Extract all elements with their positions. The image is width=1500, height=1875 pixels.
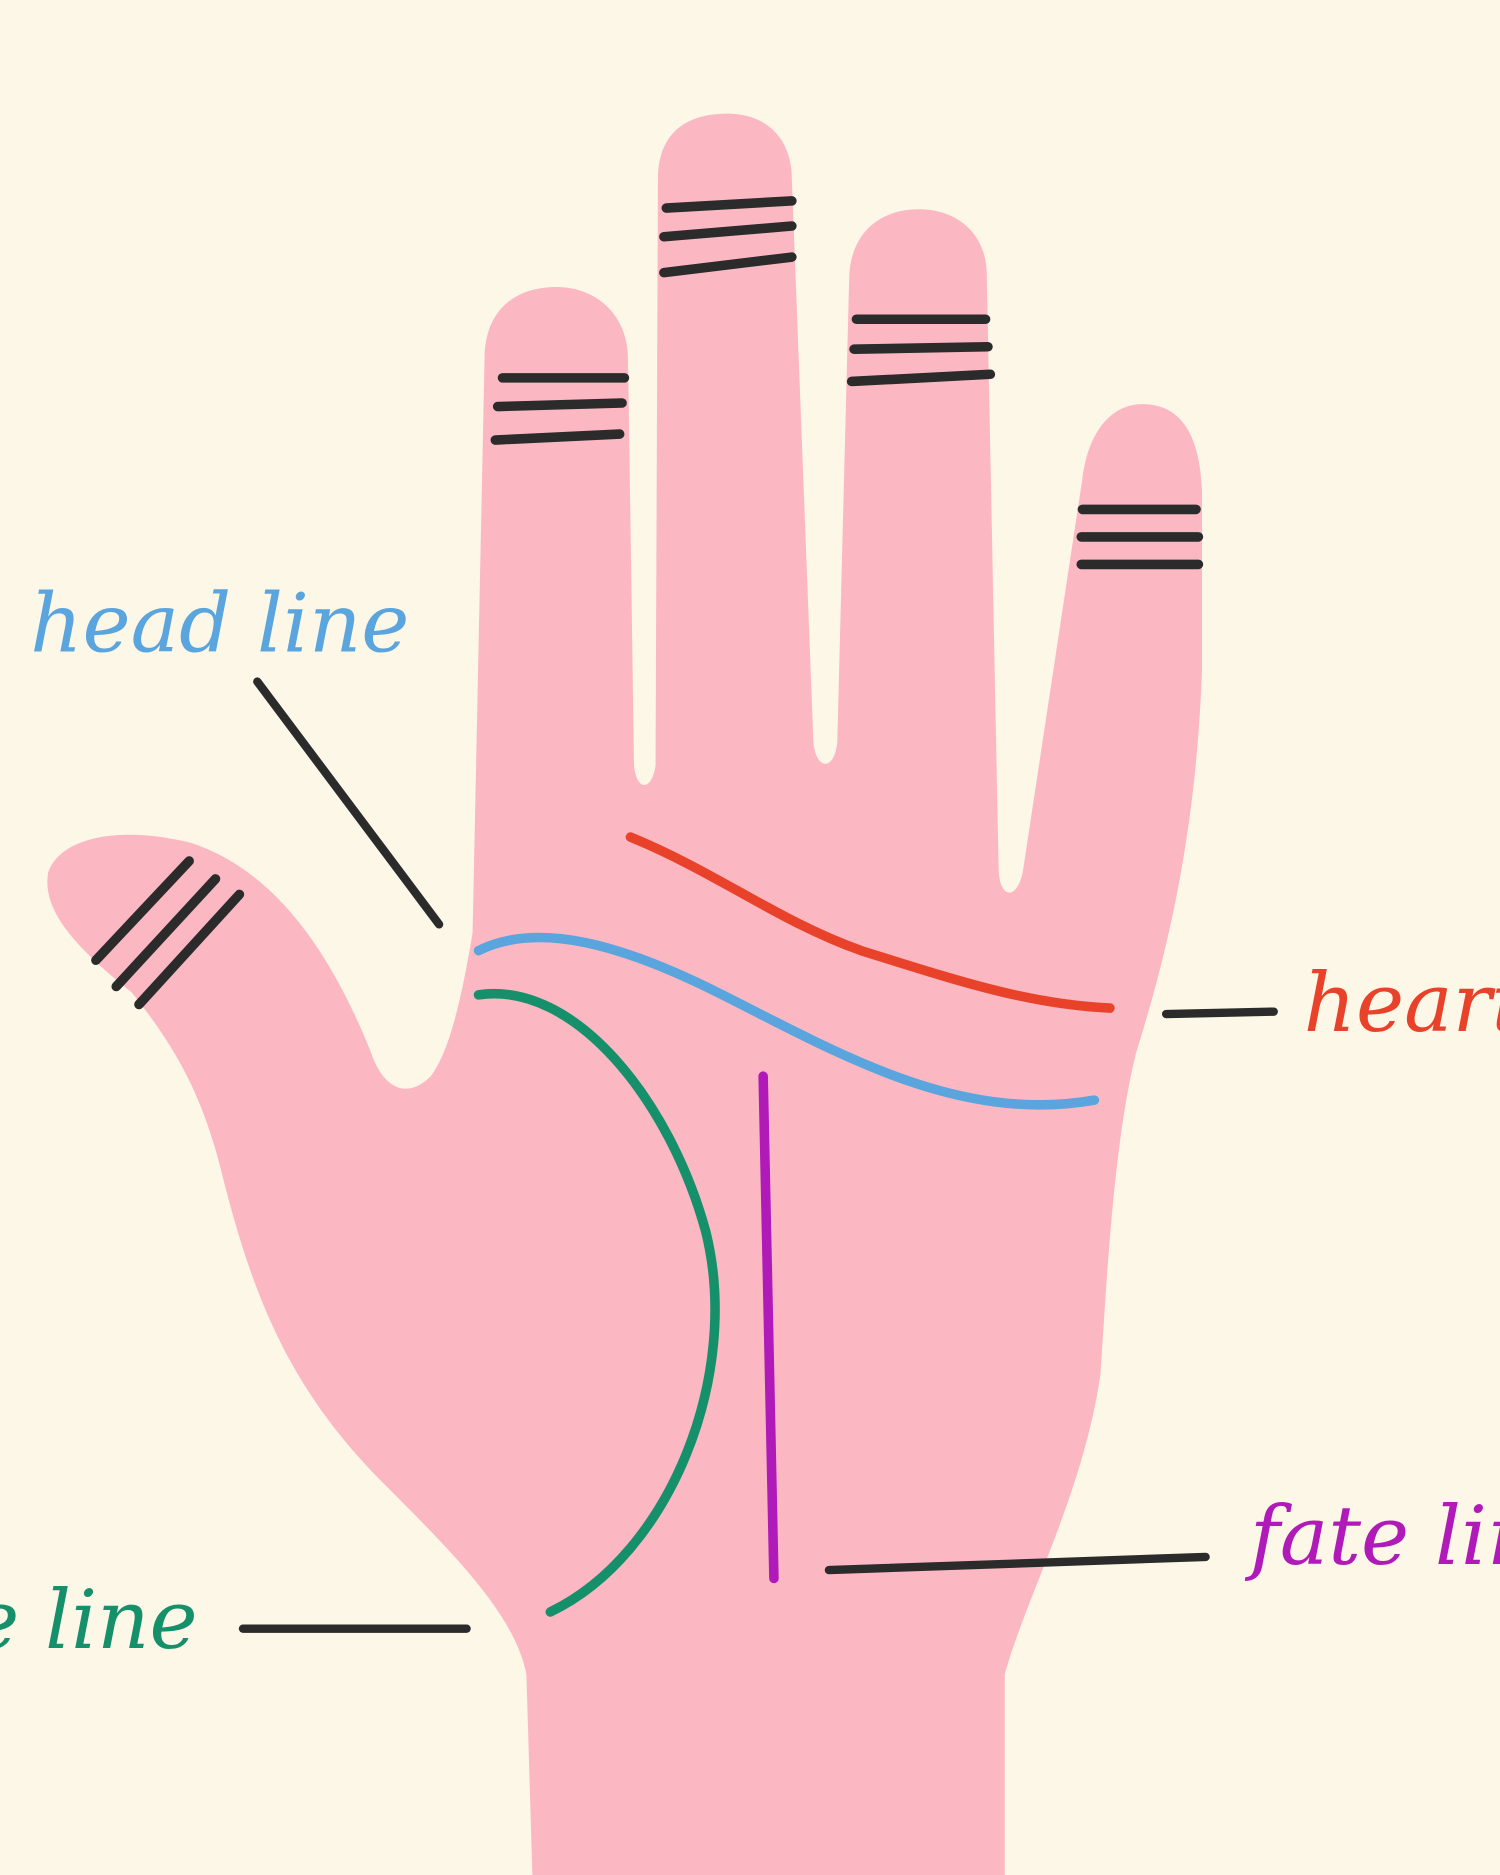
life-line-label: life line: [0, 1574, 198, 1668]
heart-line: [625, 832, 1115, 1013]
palm-lines: [473, 832, 1115, 1617]
fate-line-label: fate line: [1245, 1490, 1500, 1584]
ring-crease: [846, 314, 996, 387]
head-pointer: [253, 677, 444, 929]
middle-crease: [659, 196, 797, 278]
hand: [47, 113, 1203, 1875]
heart-line-label: heart line: [1304, 957, 1500, 1051]
pinky-crease: [1076, 504, 1204, 570]
pointer-lines: [238, 677, 1278, 1633]
life-line: [473, 988, 720, 1617]
head-line: [473, 932, 1100, 1110]
heart-pointer: [1161, 1007, 1278, 1019]
fate-pointer: [824, 1552, 1210, 1575]
head-line-label: head line: [30, 578, 409, 672]
index-crease: [490, 373, 630, 445]
thumb-crease: [91, 856, 245, 1010]
fate-line: [758, 1071, 779, 1584]
finger-creases: [91, 196, 1204, 1010]
